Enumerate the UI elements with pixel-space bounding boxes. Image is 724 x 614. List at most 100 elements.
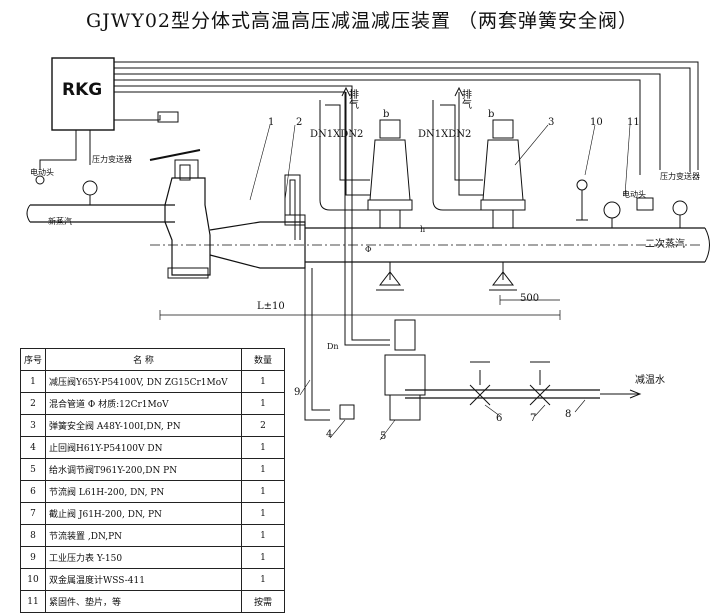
callout-8: 8: [565, 409, 572, 420]
row-name: 截止阀 J61H-200, DN, PN: [45, 502, 242, 525]
row-qty: 1: [241, 546, 285, 569]
row-no: 11: [19, 590, 47, 613]
pressure-transmitter-right-label: 压力变送器: [660, 172, 700, 181]
dim-h: h: [420, 225, 426, 234]
signal-line-2: [114, 67, 691, 172]
callout-1: 1: [268, 117, 275, 128]
row-qty: 1: [241, 568, 285, 591]
row-no: 9: [19, 546, 47, 569]
safety-valve-1: [319, 100, 413, 229]
signal-line-6: [114, 91, 390, 346]
row-qty: 1: [241, 480, 285, 503]
exhaust-right-label: 排 气: [462, 90, 472, 111]
header-no: 序号: [19, 348, 47, 371]
row-name: 止回阀H61Y-P54100V DN: [45, 436, 242, 459]
exhaust-left-label: 排 气: [349, 90, 359, 111]
row-qty: 1: [241, 524, 285, 547]
electric-head-label: 电动头: [30, 168, 54, 177]
safety-valve-2: [432, 100, 526, 229]
valve-6: [469, 361, 491, 406]
reducing-valve-body: [164, 177, 211, 276]
row-name: 工业压力表 Y-150: [45, 546, 242, 569]
callout-3: 3: [548, 117, 555, 128]
signal-line-3: [114, 73, 661, 170]
dn-right-label: DN1XDN2: [418, 129, 472, 140]
row-no: 8: [19, 524, 47, 547]
support-left: [376, 262, 404, 291]
row-qty: 按需: [241, 590, 285, 613]
diagram-title: GJWY02型分体式高温高压减温减压装置 （两套弹簧安全阀）: [85, 10, 639, 32]
row-no: 6: [19, 480, 47, 503]
rkg-box: [51, 57, 115, 131]
row-qty: 1: [241, 370, 285, 393]
callout-11: 11: [627, 117, 640, 128]
row-qty: 1: [241, 392, 285, 415]
row-no: 10: [19, 568, 47, 591]
row-name: 节流阀 L61H-200, DN, PN: [45, 480, 242, 503]
signal-line-4: [114, 79, 641, 175]
row-name: 弹簧安全阀 A48Y-100I,DN, PN: [45, 414, 242, 437]
callout-6: 6: [496, 413, 503, 424]
mixing-cone: [209, 221, 306, 269]
signal-line-8: [39, 130, 77, 170]
rkg-label: RKG: [62, 80, 103, 100]
length-dimension: L±10: [257, 301, 285, 312]
dn-left-label: DN1XDN2: [310, 129, 364, 140]
row-no: 5: [19, 458, 47, 481]
pressure-transmitter-left-label: 压力变送器: [92, 155, 132, 164]
row-qty: 1: [241, 458, 285, 481]
dim-500: 500: [520, 293, 540, 304]
new-steam-label: 新蒸汽: [48, 217, 72, 226]
row-name: 节流装置 ,DN,PN: [45, 524, 242, 547]
support-right: [489, 262, 517, 291]
row-name: 给水调节阀T961Y-200,DN PN: [45, 458, 242, 481]
b-right-label: b: [488, 109, 495, 120]
callout-2: 2: [296, 117, 303, 128]
callout-4: 4: [326, 429, 333, 440]
b-left-label: b: [383, 109, 390, 120]
row-no: 2: [19, 392, 47, 415]
row-name: 减压阀Y65Y-P54100V, DN ZG15Cr1MoV: [45, 370, 242, 393]
header-name: 名 称: [45, 348, 242, 371]
callout-5: 5: [380, 431, 387, 442]
row-no: 3: [19, 414, 47, 437]
signal-line-5: [114, 85, 390, 341]
dim-dn: Dn: [327, 342, 339, 351]
header-qty: 数量: [241, 348, 285, 371]
secondary-steam-label: 二次蒸汽: [645, 239, 685, 250]
signal-line-1: [114, 61, 699, 170]
desuperheat-water-label: 减温水: [635, 375, 665, 386]
dim-phi: Φ: [365, 245, 372, 254]
row-qty: 1: [241, 436, 285, 459]
regulating-valve-5: [394, 319, 416, 351]
table-header-row: 序号 名 称 数量: [19, 348, 285, 371]
signal-line-7: [114, 115, 161, 121]
row-name: 紧固件、垫片，等: [45, 590, 242, 613]
row-qty: 2: [241, 414, 285, 437]
actuator-box-top: [157, 111, 179, 123]
row-no: 7: [19, 502, 47, 525]
row-no: 4: [19, 436, 47, 459]
electric-head-right-label: 电动头: [622, 190, 646, 199]
callout-9: 9: [294, 387, 301, 398]
callout-10: 10: [590, 117, 603, 128]
callout-7: 7: [530, 413, 537, 424]
row-qty: 1: [241, 502, 285, 525]
valve-7: [529, 361, 551, 406]
row-no: 1: [19, 370, 47, 393]
row-name: 混合管道 Φ 材质:12Cr1MoV: [45, 392, 242, 415]
row-name: 双金属温度计WSS-411: [45, 568, 242, 591]
